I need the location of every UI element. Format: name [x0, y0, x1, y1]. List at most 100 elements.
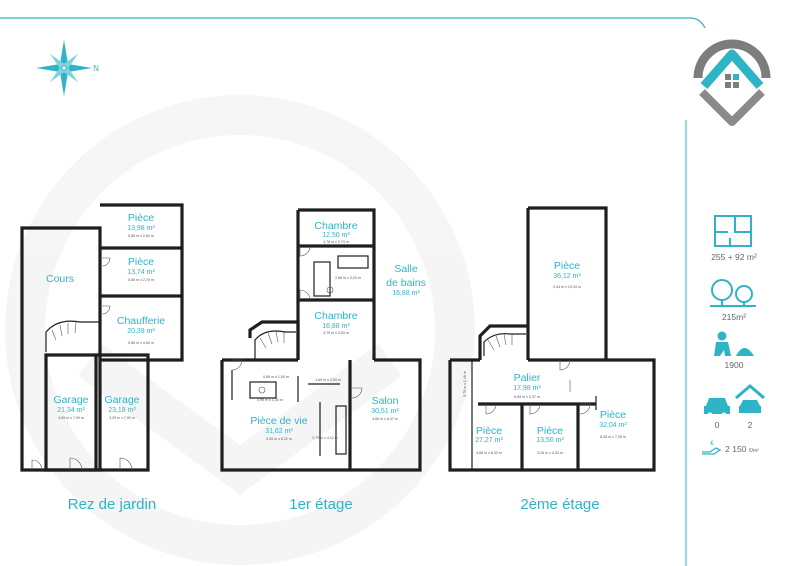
room-name: Pièce [554, 260, 580, 272]
room-area: 13,74 m² [127, 269, 155, 276]
door-swing [299, 245, 311, 257]
room-dims: 4,68 m x 6,33 m [476, 451, 502, 455]
compass-north-label: N [93, 64, 99, 73]
room-area: 36,12 m² [553, 273, 581, 280]
floor-label: 2ème étage [520, 496, 599, 513]
year-value: 1900 [725, 360, 744, 370]
door-swing [559, 359, 571, 371]
wall-outline [298, 208, 376, 360]
trees-icon [710, 279, 756, 307]
door-swing [101, 305, 111, 315]
room-area: 32,04 m² [599, 422, 627, 429]
room-area: 13,50 m² [536, 437, 564, 444]
room-dims: 3,00 m x 7,00 m [58, 416, 84, 420]
door-swing [529, 403, 541, 415]
room-name: Palier [514, 372, 541, 384]
floor-label: 1er étage [289, 496, 352, 513]
room-dims: 2,66 m x 3,03 m [335, 276, 361, 280]
floor-label: Rez de jardin [68, 496, 156, 513]
wall-outline [448, 358, 656, 472]
floor-1er-etage: Chambre 12,50 m² 4,78 m x 2,74 m Salle d… [220, 208, 426, 513]
car-icon [704, 398, 730, 418]
sidebar-price: € 2 150 €/m² [702, 441, 759, 455]
room-dims: 5,66 m x 2,63 m [128, 234, 154, 238]
compass-rose-icon [36, 40, 92, 96]
room-dims: 5,75 m x 1,46 m [463, 371, 467, 397]
house-pin-logo [693, 39, 771, 126]
room-name: Cours [46, 273, 74, 285]
door-swing [231, 359, 243, 371]
surface-value: 255 + 92 m² [711, 252, 757, 262]
room-dims: 4,60 m x 6,37 m [372, 417, 398, 421]
room-name: Salon [372, 395, 399, 407]
room-dims: 5,66 m x 2,78 m [128, 278, 154, 282]
door-swing [31, 459, 43, 471]
wall-outline [528, 206, 608, 360]
staircase [254, 330, 296, 360]
room-dims: 4,78 m x 2,74 m [323, 240, 349, 244]
door-swing [579, 403, 591, 415]
room-name: Pièce [128, 256, 154, 268]
room-name: Pièce [600, 409, 626, 421]
floor-rez-de-jardin: Pièce 13,98 m² 5,66 m x 2,63 m Pièce 13,… [20, 203, 184, 513]
floor-2eme-etage: Pièce 36,12 m² 3,44 m x 10,34 m Palier 1… [448, 206, 656, 513]
door-swing [101, 257, 111, 267]
kitchen-counter [335, 405, 347, 455]
room-area: 17,98 m² [513, 385, 541, 392]
wall-outline [44, 353, 150, 472]
room-area: 27,27 m² [475, 437, 503, 444]
stair-wall [478, 324, 528, 360]
door-swing [299, 289, 311, 301]
room-area: 16,88 m² [392, 290, 420, 297]
room-dims: 3,26 m x 4,33 m [537, 451, 563, 455]
builder-icon [714, 331, 754, 356]
room-area: 30,51 m² [371, 408, 399, 415]
room-dims: 5,66 m x 4,60 m [128, 341, 154, 345]
door-swing [69, 457, 83, 471]
room-area: 21,34 m² [57, 407, 85, 414]
wall-outline [100, 203, 184, 362]
room-name: Pièce de vie [250, 415, 307, 427]
wc [249, 381, 277, 399]
room-name: Chambre [314, 220, 357, 232]
sidebar-year: 1900 [714, 331, 754, 370]
room-dims: 8,26 m x 7,26 m [600, 435, 626, 439]
parking-garage-value: 2 [748, 420, 753, 430]
room-dims: 1,69 m x 2,94 m [315, 378, 341, 382]
room-name: Garage [53, 394, 88, 406]
room-dims: 2,95 m x 1,30 m [257, 398, 283, 402]
staircase [45, 320, 100, 352]
hand-money-icon: € [702, 441, 722, 455]
room-dims: 4,79 m x 3,53 m [323, 331, 349, 335]
land-value: 215m² [722, 312, 746, 322]
room-name: Pièce [476, 425, 502, 437]
stair-wall [248, 320, 300, 360]
sidebar-parking: 0 2 [704, 384, 765, 430]
bathroom-bath [337, 255, 369, 269]
room-name: Garage [104, 394, 139, 406]
garage-icon [735, 384, 765, 413]
room-dims: 0,89 m x 1,59 m [263, 375, 289, 379]
room-area: 23,18 m² [108, 407, 136, 414]
room-dims: 3,44 m x 10,34 m [553, 285, 581, 289]
watermark-logo [5, 95, 475, 565]
room-area: 12,50 m² [322, 232, 350, 239]
room-dims: 2,79 m x 4,12 m [312, 436, 338, 440]
room-name: Chambre [314, 310, 357, 322]
room-dims: 5,05 m x 6,22 m [266, 437, 292, 441]
sidebar-surface: 255 + 92 m² [711, 215, 757, 262]
room-name: Pièce [537, 425, 563, 437]
room-name: Pièce [128, 212, 154, 224]
staircase [483, 333, 526, 356]
room-name: Salle [394, 263, 418, 275]
price-value: 2 150 €/m² [725, 444, 759, 454]
bathroom-fixtures [313, 261, 331, 297]
room-dims: 6,69 m x 2,37 m [514, 395, 540, 399]
door-swing [119, 457, 133, 471]
top-accent-line [0, 17, 706, 29]
room-name: de bains [386, 277, 426, 289]
room-name: Chaufferie [117, 315, 165, 327]
room-area: 20,39 m² [127, 328, 155, 335]
floorplan-icon [714, 215, 752, 247]
